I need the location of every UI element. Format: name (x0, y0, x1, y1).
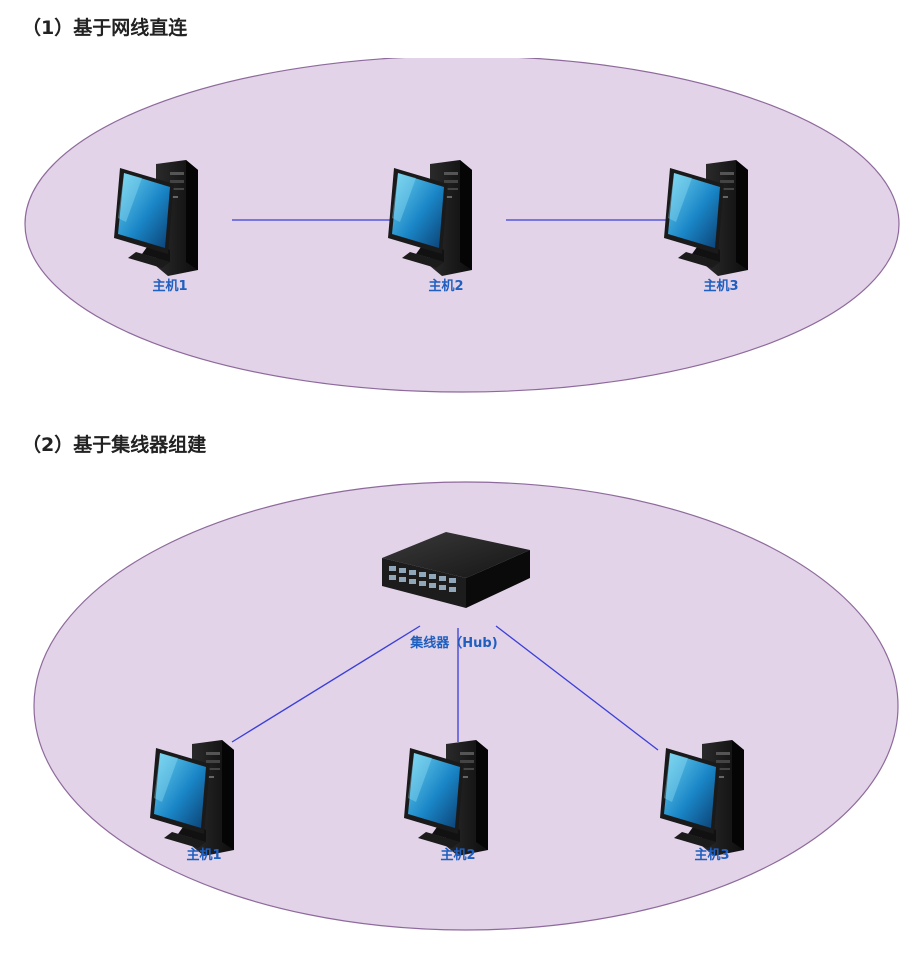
host3-label: 主机3 (694, 847, 729, 863)
host3-label: 主机3 (703, 278, 738, 294)
cable-hub-host1 (231, 625, 421, 743)
section2-title: （2）基于集线器组建 (22, 434, 207, 456)
host2-label: 主机2 (440, 847, 475, 863)
hub-icon (382, 532, 530, 608)
host1-label: 主机1 (186, 847, 221, 863)
section1-title: （1）基于网线直连 (22, 17, 188, 39)
host2-label: 主机2 (428, 278, 463, 294)
hub-diagram: 集线器（Hub) 主机1 主机2 主机3 (33, 481, 899, 931)
direct-cable-diagram: 主机1 主机2 主机3 (24, 58, 900, 393)
cable-hub-host3 (495, 625, 659, 751)
host1-label: 主机1 (152, 278, 187, 294)
hub-label: 集线器（Hub) (409, 635, 497, 651)
